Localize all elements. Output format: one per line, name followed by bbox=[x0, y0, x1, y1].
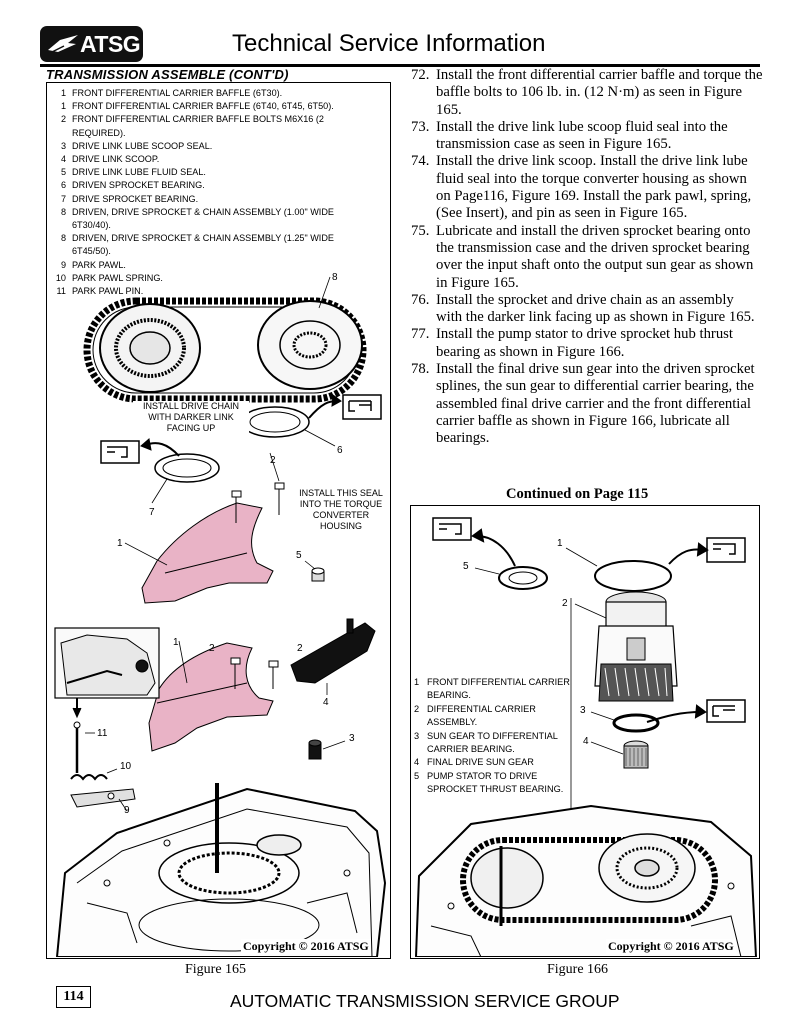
figure-165-label-1a: 1 bbox=[117, 538, 123, 549]
figure-165-label-8: 8 bbox=[332, 272, 338, 283]
step-item: 77.Install the pump stator to drive spro… bbox=[411, 326, 733, 360]
transmission-case-with-chain bbox=[414, 804, 758, 957]
figure-165-label-5: 5 bbox=[296, 550, 302, 561]
figure-166-label-4: 4 bbox=[583, 736, 589, 747]
figure-165-label-2b: 2 bbox=[209, 643, 215, 654]
figure-165-label-3: 3 bbox=[349, 733, 355, 744]
drive-link-scoop bbox=[290, 618, 376, 695]
step-item: 72.Install the front differential carrie… bbox=[411, 67, 763, 118]
seal-direction-icons bbox=[432, 517, 746, 723]
step-item: 74.Install the drive link scoop. Install… bbox=[411, 153, 752, 222]
step-item: 78.Install the final drive sun gear into… bbox=[411, 361, 755, 447]
footer-text: AUTOMATIC TRANSMISSION SERVICE GROUP bbox=[230, 991, 620, 1011]
figure-165-label-9: 9 bbox=[124, 805, 130, 816]
drive-link-lube-fluid-seal bbox=[304, 560, 325, 582]
figure-165-illustration bbox=[54, 276, 387, 957]
logo-bird-icon bbox=[48, 35, 78, 53]
drive-sprocket-bearing bbox=[100, 438, 220, 504]
front-differential-carrier-bearing bbox=[565, 547, 672, 592]
differential-carrier-assembly bbox=[574, 591, 678, 702]
transmission-case bbox=[55, 783, 387, 957]
park-pawl-insert bbox=[54, 627, 160, 812]
figure-166-label-2: 2 bbox=[562, 598, 568, 609]
section-heading: TRANSMISSION ASSEMBLE (CONT'D) bbox=[46, 67, 289, 82]
page-number: 114 bbox=[56, 986, 91, 1008]
figure-166-illustration bbox=[414, 517, 758, 957]
callout-install-drive-chain: INSTALL DRIVE CHAIN WITH DARKER LINK FAC… bbox=[133, 401, 249, 434]
drive-link-lube-scoop-seal bbox=[308, 739, 346, 760]
figure-165-copyright: Copyright © 2016 ATSG bbox=[241, 939, 371, 954]
figure-165-label-2c: 2 bbox=[297, 643, 303, 654]
figure-165-label-11: 11 bbox=[97, 728, 108, 739]
callout-install-seal: INSTALL THIS SEAL INTO THE TORQUE CONVER… bbox=[293, 488, 389, 532]
final-drive-sun-gear bbox=[590, 740, 649, 769]
logo-text: ATSG bbox=[80, 31, 141, 57]
sun-gear-carrier-bearing bbox=[590, 711, 660, 733]
figure-165-caption: Figure 165 bbox=[185, 962, 247, 977]
continued-note: Continued on Page 115 bbox=[506, 486, 649, 502]
figure-165-label-7: 7 bbox=[149, 507, 155, 518]
front-differential-carrier-baffles bbox=[124, 502, 274, 752]
figure-165-label-1b: 1 bbox=[173, 637, 179, 648]
step-item: 73.Install the drive link lube scoop flu… bbox=[411, 118, 728, 153]
sprocket-chain-assembly bbox=[83, 276, 367, 403]
page-title: Technical Service Information bbox=[232, 30, 546, 57]
figure-165-label-10: 10 bbox=[120, 761, 132, 772]
atsg-logo: ATSG bbox=[40, 26, 143, 62]
figure-166-caption: Figure 166 bbox=[547, 962, 609, 977]
step-item: 75.Lubricate and install the driven spro… bbox=[411, 222, 754, 291]
baffle-bolts bbox=[230, 452, 285, 689]
figure-165-frame: INSTALL DRIVE CHAIN WITH DARKER LINK FAC… bbox=[46, 82, 391, 959]
figure-166-label-3: 3 bbox=[580, 705, 586, 716]
figure-165-label-4: 4 bbox=[323, 697, 329, 708]
figure-166-label-5: 5 bbox=[463, 561, 469, 572]
figure-166-label-1: 1 bbox=[557, 538, 563, 549]
figure-165-label-2a: 2 bbox=[270, 455, 276, 466]
figure-166-frame: 1 2 3 4 5 bbox=[410, 505, 760, 959]
direction-arrows bbox=[471, 528, 709, 723]
figure-166-copyright: Copyright © 2016 ATSG bbox=[606, 939, 736, 954]
assembly-steps: 72.Install the front differential carrie… bbox=[411, 67, 763, 448]
pump-stator-thrust-bearing bbox=[474, 566, 572, 836]
driven-sprocket-bearing bbox=[240, 394, 382, 447]
step-item: 76.Install the sprocket and drive chain … bbox=[411, 291, 755, 326]
figure-165-label-6: 6 bbox=[337, 445, 343, 456]
header-divider bbox=[40, 64, 760, 67]
